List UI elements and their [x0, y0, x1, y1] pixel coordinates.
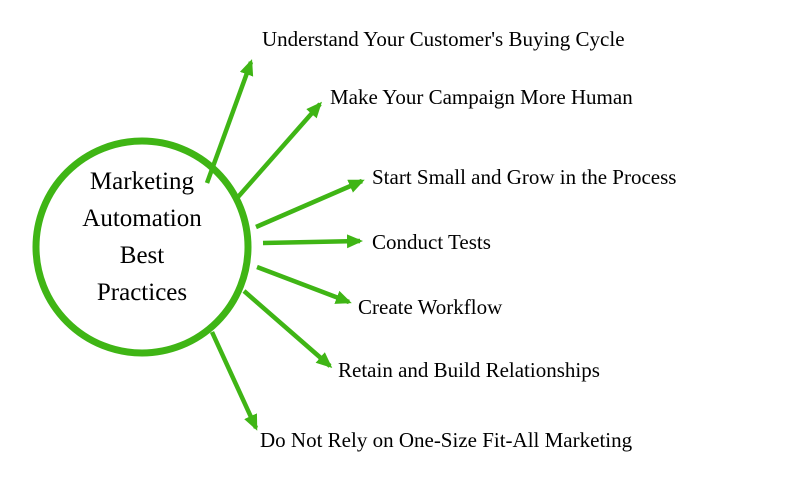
- practice-label-start-small: Start Small and Grow in the Process: [372, 165, 677, 189]
- arrow-no-one-size: [209, 331, 259, 431]
- practice-label-understand-buying-cycle: Understand Your Customer's Buying Cycle: [262, 27, 625, 51]
- arrow-create-workflow: [256, 264, 352, 305]
- circle-outline: [32, 137, 252, 357]
- arrow-understand-buying-cycle: [204, 59, 254, 184]
- arrow-campaign-more-human: [236, 101, 322, 199]
- arrow-conduct-tests: [262, 234, 363, 249]
- practice-label-campaign-more-human: Make Your Campaign More Human: [330, 85, 633, 109]
- practice-label-no-one-size: Do Not Rely on One-Size Fit-All Marketin…: [260, 428, 633, 452]
- center-line-3: Best: [119, 242, 165, 269]
- center-label: Marketing Automation Best Practices: [32, 163, 252, 311]
- arrow-retain-relationships: [242, 289, 333, 368]
- practice-label-retain-relationships: Retain and Build Relationships: [338, 358, 600, 382]
- arrow-start-small: [255, 178, 365, 230]
- center-line-2: Automation: [82, 205, 202, 232]
- practice-label-create-workflow: Create Workflow: [358, 295, 503, 319]
- center-line-1: Marketing: [89, 168, 195, 195]
- center-line-4: Practices: [96, 279, 188, 306]
- practice-label-conduct-tests: Conduct Tests: [372, 230, 491, 254]
